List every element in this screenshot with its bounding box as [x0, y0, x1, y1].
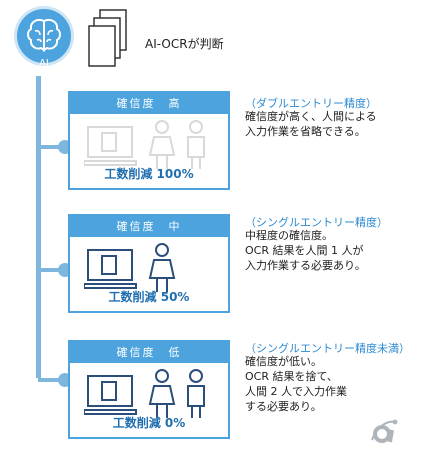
level-panel-high: 確信度 高 工数削減 100% — [68, 91, 230, 190]
desc-line: 中程度の確信度。 — [245, 229, 333, 242]
woman-icon — [148, 120, 176, 169]
level-header: 確信度 中 — [70, 216, 228, 237]
desc-line: 人間 2 人で入力作業 — [245, 385, 347, 398]
level-illustration — [84, 120, 205, 169]
timeline-branch-high — [38, 145, 70, 149]
timeline-stem — [36, 76, 41, 378]
timeline-branch-low — [38, 378, 70, 382]
timeline-branch-mid — [38, 268, 70, 272]
brain-icon — [27, 19, 61, 52]
woman-icon — [148, 243, 176, 292]
ai-badge — [14, 6, 74, 66]
ai-badge-label: AI — [39, 58, 49, 69]
level-header: 確信度 高 — [70, 93, 228, 114]
laptop-icon — [84, 375, 137, 415]
level-tag-mid: （シングルエントリー精度） — [245, 216, 388, 229]
level-tag-high: （ダブルエントリー精度） — [245, 97, 377, 110]
desc-line: OCR 結果を人間 1 人が — [245, 244, 364, 257]
desc-line: 確信度が高く、人間による — [245, 110, 377, 123]
ai-caption: AI-OCRが判断 — [145, 37, 224, 51]
desc-line: OCR 結果を捨て、 — [245, 370, 338, 383]
laptop-icon — [84, 249, 137, 289]
desc-line: する必要あり。 — [245, 400, 322, 413]
level-tag-low: （シングルエントリー精度未満） — [245, 342, 410, 355]
level-desc-mid: 中程度の確信度。 OCR 結果を人間 1 人が 入力作業する必要あり。 — [245, 228, 366, 273]
level-illustration — [84, 243, 176, 292]
desc-line: 確信度が低い。 — [245, 355, 322, 368]
woman-icon — [148, 369, 176, 418]
level-header: 確信度 低 — [70, 342, 228, 363]
level-desc-low: 確信度が低い。 OCR 結果を捨て、 人間 2 人で入力作業 する必要あり。 — [245, 354, 347, 414]
man-icon — [187, 369, 205, 418]
ai-logo-icon — [371, 419, 398, 443]
level-footer: 工数削減 0% — [112, 416, 186, 430]
level-panel-low: 確信度 低 工数削減 0% — [68, 340, 230, 439]
man-icon — [187, 120, 205, 169]
level-footer: 工数削減 50% — [108, 290, 190, 304]
level-desc-high: 確信度が高く、人間による 入力作業を省略できる。 — [245, 109, 377, 139]
level-panel-mid: 確信度 中 工数削減 50% — [68, 214, 230, 313]
document-stack-icon — [88, 9, 127, 67]
desc-line: 入力作業する必要あり。 — [245, 259, 366, 272]
level-illustration — [84, 369, 205, 418]
laptop-icon — [84, 126, 137, 166]
desc-line: 入力作業を省略できる。 — [245, 125, 366, 138]
level-footer: 工数削減 100% — [104, 167, 194, 181]
